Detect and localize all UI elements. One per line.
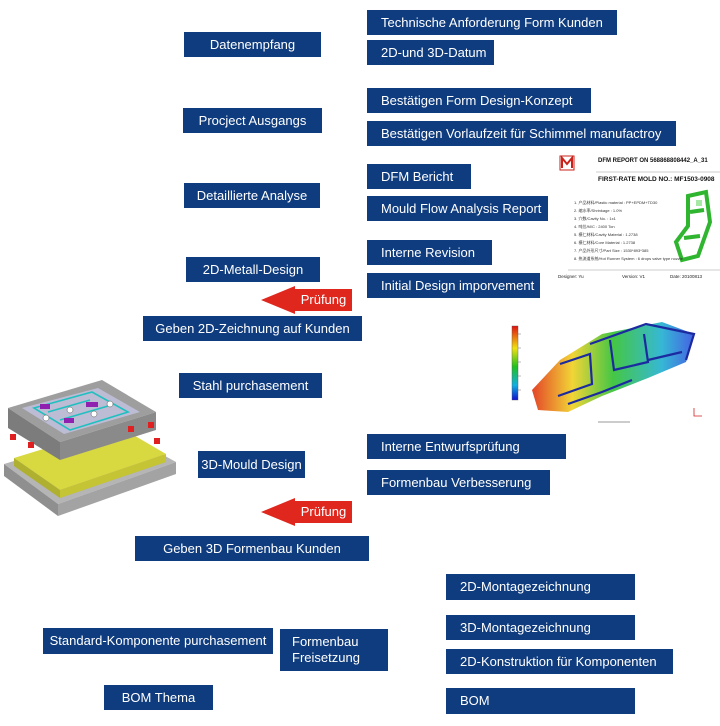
box-label: Standard-Komponente purchasement bbox=[49, 633, 267, 648]
box-label: Mould Flow Analysis Report bbox=[381, 200, 542, 216]
stahl-box: Stahl purchasement bbox=[179, 373, 322, 398]
box-label: 3D-Mould Design bbox=[201, 456, 302, 472]
initial-design-box: Initial Design imporvement bbox=[367, 273, 540, 298]
geben-2d-box: Geben 2D-Zeichnung auf Kunden bbox=[143, 316, 362, 341]
pruefung-arrow-1: Prüfung bbox=[261, 286, 352, 314]
interne-entwurfspruefung-box: Interne Entwurfsprüfung bbox=[367, 434, 566, 459]
box-label: Bestätigen Vorlaufzeit für Schimmel manu… bbox=[381, 125, 662, 141]
box-label: Geben 3D Formenbau Kunden bbox=[163, 540, 341, 556]
box-label-line1: Formenbau bbox=[292, 634, 359, 649]
bom-box: BOM bbox=[446, 688, 635, 714]
interne-revision-box: Interne Revision bbox=[367, 240, 492, 265]
vorlaufzeit-box: Bestätigen Vorlaufzeit für Schimmel manu… bbox=[367, 121, 676, 146]
report-line: 1. 产品材料/Plastic material : PP+EPDM+TD30 bbox=[574, 200, 658, 205]
montage-2d-box: 2D-Montagezeichnung bbox=[446, 574, 635, 600]
datenempfang-box: Datenempfang bbox=[184, 32, 321, 57]
arrow-label: Prüfung bbox=[295, 501, 352, 523]
datum-box: 2D-und 3D-Datum bbox=[367, 40, 494, 65]
box-label: 2D-Metall-Design bbox=[202, 261, 304, 277]
box-label: Geben 2D-Zeichnung auf Kunden bbox=[155, 320, 350, 336]
montage-3d-box: 3D-Montagezeichnung bbox=[446, 615, 635, 640]
standard-komponente-box: Standard-Komponente purchasement bbox=[43, 628, 273, 654]
box-label: Detaillierte Analyse bbox=[196, 187, 308, 203]
bom-thema-box: BOM Thema bbox=[104, 685, 213, 710]
box-label: BOM Thema bbox=[121, 689, 196, 705]
report-version: Version: V1 bbox=[622, 274, 646, 279]
mould-flow-image bbox=[498, 300, 720, 426]
report-line: 6. 模仁材料/Core Material : 1.2738 bbox=[574, 240, 636, 245]
report-subtitle: FIRST-RATE MOLD NO.: MF1503-0908 bbox=[598, 176, 715, 183]
geben-3d-box: Geben 3D Formenbau Kunden bbox=[135, 536, 369, 561]
report-line: 7. 产品外形尺寸/Part Size : 1530*893*385 bbox=[574, 248, 649, 253]
report-line: 8. 热流道系统/Hot Runner System : 6 drops val… bbox=[574, 256, 683, 261]
box-label: Initial Design imporvement bbox=[381, 277, 535, 293]
box-label: Interne Entwurfsprüfung bbox=[381, 438, 520, 454]
box-label-line2: Freisetzung bbox=[292, 650, 360, 665]
mould-design-box: 3D-Mould Design bbox=[198, 451, 305, 478]
box-label: 3D-Montagezeichnung bbox=[460, 619, 591, 635]
report-line: 5. 模仁材料/Cavity Material : 1.2738 bbox=[574, 232, 638, 237]
metall-design-box: 2D-Metall-Design bbox=[186, 257, 320, 282]
box-label: DFM Bericht bbox=[381, 168, 454, 184]
formenbau-freisetzung-box: Formenbau Freisetzung bbox=[280, 629, 388, 671]
arrow-head-icon bbox=[261, 498, 295, 526]
box-label: Interne Revision bbox=[381, 244, 475, 260]
report-date: Date: 20100813 bbox=[670, 274, 703, 279]
formenbau-verbesserung-box: Formenbau Verbesserung bbox=[367, 470, 550, 495]
box-label: Datenempfang bbox=[209, 36, 296, 52]
report-title: DFM REPORT ON 568868808442_A_31 bbox=[598, 158, 708, 164]
mould-3d-image bbox=[4, 380, 176, 516]
technische-anforderung-box: Technische Anforderung Form Kunden bbox=[367, 10, 617, 35]
arrow-label: Prüfung bbox=[295, 289, 352, 311]
konstruktion-box: 2D-Konstruktion für Komponenten bbox=[446, 649, 673, 674]
box-label: Stahl purchasement bbox=[192, 377, 309, 393]
box-label: 2D-Konstruktion für Komponenten bbox=[460, 653, 657, 669]
dfm-bericht-box: DFM Bericht bbox=[367, 164, 471, 189]
report-graphics bbox=[559, 155, 720, 271]
box-label: Technische Anforderung Form Kunden bbox=[381, 14, 603, 30]
box-label: BOM bbox=[460, 693, 490, 708]
report-line: 2. 缩水率/Shrinkage : 1.0% bbox=[574, 208, 623, 213]
dfm-report-image: DFM REPORT ON 568868808442_A_31 FIRST-RA… bbox=[548, 152, 720, 292]
projekt-ausgangs-box: Procject Ausgangs bbox=[183, 108, 322, 133]
report-designer: Designer: Yu bbox=[558, 274, 584, 279]
arrow-head-icon bbox=[261, 286, 295, 314]
box-label: Bestätigen Form Design-Konzept bbox=[381, 92, 573, 108]
box-label: Formenbau Verbesserung bbox=[381, 474, 532, 490]
box-label: 2D-und 3D-Datum bbox=[381, 44, 487, 60]
report-line: 4. 吨位/M/C : 2400 Ton bbox=[574, 224, 615, 229]
mould-flow-box: Mould Flow Analysis Report bbox=[367, 196, 558, 221]
report-line: 3. 穴数/Cavity No. : 1x1 bbox=[574, 216, 616, 221]
detaillierte-analyse-box: Detaillierte Analyse bbox=[184, 183, 320, 208]
box-label: Procject Ausgangs bbox=[198, 112, 307, 128]
pruefung-arrow-2: Prüfung bbox=[261, 498, 352, 526]
box-label: 2D-Montagezeichnung bbox=[460, 579, 591, 594]
design-konzept-box: Bestätigen Form Design-Konzept bbox=[367, 88, 591, 113]
